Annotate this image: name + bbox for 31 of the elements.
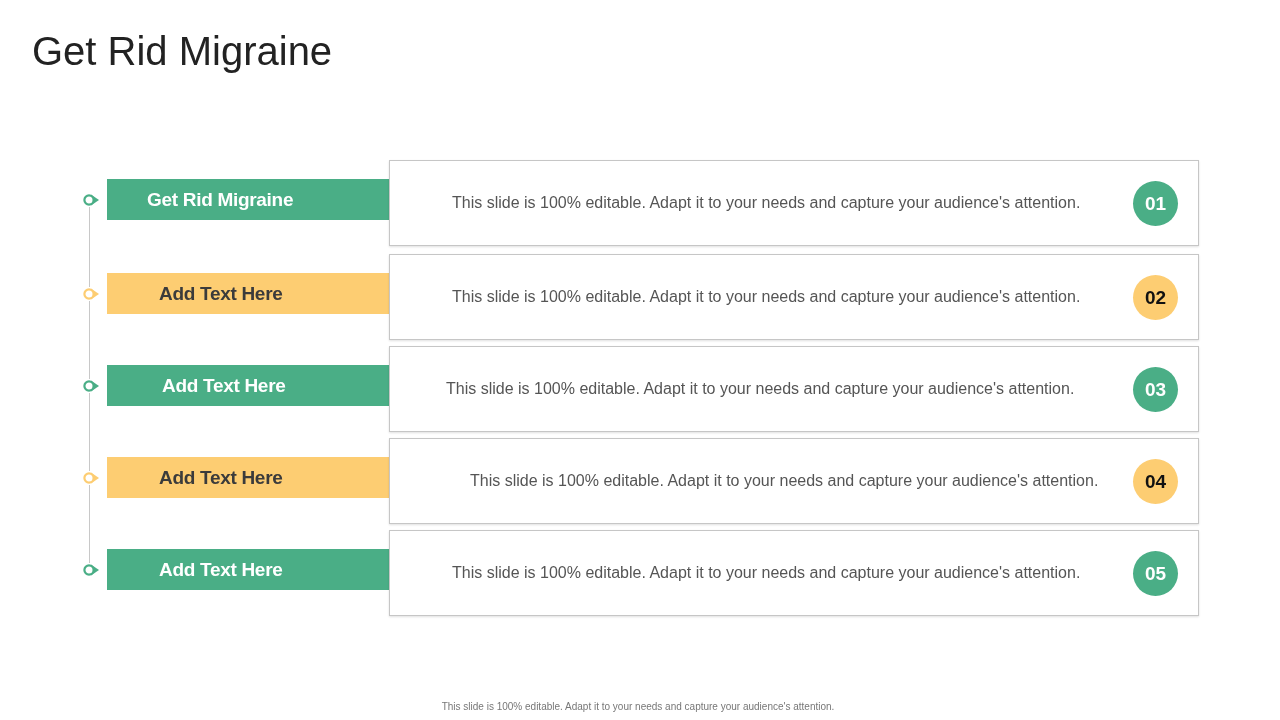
description-text: This slide is 100% editable. Adapt it to your needs and capture your audience's attention. [452, 563, 1081, 583]
text-card [389, 438, 1199, 524]
timeline-marker-icon [82, 471, 100, 485]
heading-bar: Add Text Here [107, 549, 389, 590]
timeline-marker-icon [82, 379, 100, 393]
timeline-marker-icon [82, 563, 100, 577]
slide-title: Get Rid Migraine [32, 28, 333, 74]
footer-caption: This slide is 100% editable. Adapt it to your needs and capture your audience's attention. [440, 701, 836, 712]
description-text: This slide is 100% editable. Adapt it to your needs and capture your audience's attention. [446, 379, 1075, 399]
description-text: This slide is 100% editable. Adapt it to your needs and capture your audience's attention. [452, 193, 1081, 213]
timeline-marker-icon [82, 287, 100, 301]
description-text: This slide is 100% editable. Adapt it to your needs and capture your audience's attention. [452, 287, 1081, 307]
heading-bar: Get Rid Migraine [107, 179, 389, 220]
step-number: 01 [1133, 181, 1178, 226]
step-number: 02 [1133, 275, 1178, 320]
timeline-line [89, 392, 90, 472]
text-card [389, 530, 1199, 616]
timeline-line [89, 484, 90, 564]
text-card [389, 160, 1199, 246]
step-number: 03 [1133, 367, 1178, 412]
description-text: This slide is 100% editable. Adapt it to your needs and capture your audience's attention. [470, 471, 1099, 491]
heading-bar: Add Text Here [107, 457, 389, 498]
heading-bar: Add Text Here [107, 273, 389, 314]
heading-bar: Add Text Here [107, 365, 389, 406]
step-number: 04 [1133, 459, 1178, 504]
timeline-marker-icon [82, 193, 100, 207]
text-card [389, 346, 1199, 432]
timeline-line [89, 300, 90, 380]
timeline-line [89, 206, 90, 288]
text-card [389, 254, 1199, 340]
step-number: 05 [1133, 551, 1178, 596]
